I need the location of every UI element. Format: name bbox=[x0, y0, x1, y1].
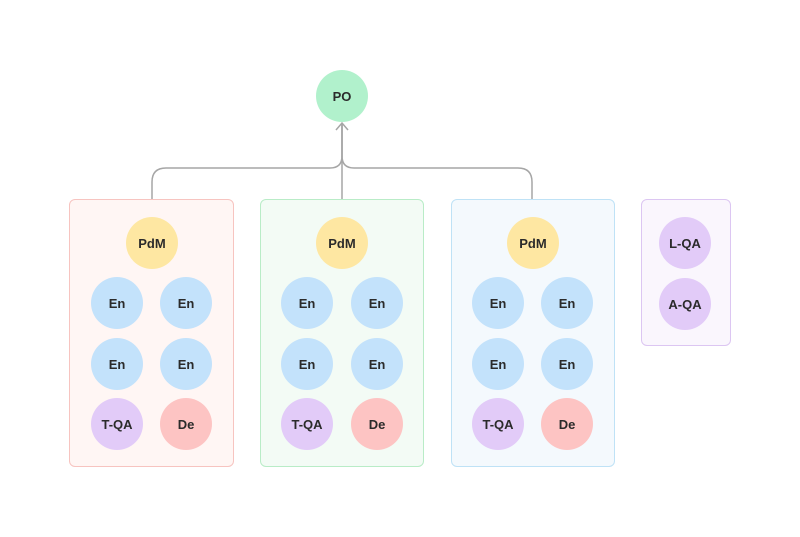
team-2-engineer-node: En bbox=[281, 277, 333, 329]
team-3-pdm-node: PdM bbox=[507, 217, 559, 269]
team-3-qa-node: T-QA bbox=[472, 398, 524, 450]
engineer-label: En bbox=[177, 295, 195, 311]
team-1-engineer-node: En bbox=[160, 338, 212, 390]
team-2-pdm-label: PdM bbox=[328, 235, 356, 251]
team-1-designer-node: De bbox=[160, 398, 212, 450]
team-2-pdm-node: PdM bbox=[316, 217, 368, 269]
team-1-engineer-node: En bbox=[91, 277, 143, 329]
team-1-engineer-node: En bbox=[160, 277, 212, 329]
team-3-pdm-label: PdM bbox=[519, 235, 547, 251]
designer-label: De bbox=[368, 416, 386, 432]
engineer-label: En bbox=[489, 295, 507, 311]
lead-qa-node: L-QA bbox=[659, 217, 711, 269]
engineer-label: En bbox=[298, 356, 316, 372]
automation-qa-label: A-QA bbox=[668, 296, 702, 312]
connector-team-3 bbox=[341, 124, 533, 214]
qa-label: T-QA bbox=[101, 416, 133, 432]
team-2-designer-node: De bbox=[351, 398, 403, 450]
team-1-qa-node: T-QA bbox=[91, 398, 143, 450]
engineer-label: En bbox=[368, 295, 386, 311]
engineer-label: En bbox=[489, 356, 507, 372]
team-3-engineer-node: En bbox=[472, 277, 524, 329]
po-node: PO bbox=[316, 70, 368, 122]
lead-qa-label: L-QA bbox=[669, 235, 701, 251]
team-3-engineer-node: En bbox=[541, 277, 593, 329]
team-1-pdm-node: PdM bbox=[126, 217, 178, 269]
engineer-label: En bbox=[108, 356, 126, 372]
designer-label: De bbox=[177, 416, 195, 432]
engineer-label: En bbox=[108, 295, 126, 311]
qa-label: T-QA bbox=[482, 416, 514, 432]
automation-qa-node: A-QA bbox=[659, 278, 711, 330]
team-2-engineer-node: En bbox=[351, 277, 403, 329]
designer-label: De bbox=[558, 416, 576, 432]
engineer-label: En bbox=[298, 295, 316, 311]
team-2-qa-node: T-QA bbox=[281, 398, 333, 450]
team-2-engineer-node: En bbox=[351, 338, 403, 390]
team-1-engineer-node: En bbox=[91, 338, 143, 390]
po-label: PO bbox=[332, 88, 352, 104]
team-3-engineer-node: En bbox=[541, 338, 593, 390]
arrow-head-icon bbox=[335, 121, 349, 131]
engineer-label: En bbox=[558, 295, 576, 311]
engineer-label: En bbox=[368, 356, 386, 372]
team-3-designer-node: De bbox=[541, 398, 593, 450]
team-3-engineer-node: En bbox=[472, 338, 524, 390]
qa-label: T-QA bbox=[291, 416, 323, 432]
team-2-engineer-node: En bbox=[281, 338, 333, 390]
team-1-pdm-label: PdM bbox=[138, 235, 166, 251]
engineer-label: En bbox=[558, 356, 576, 372]
engineer-label: En bbox=[177, 356, 195, 372]
